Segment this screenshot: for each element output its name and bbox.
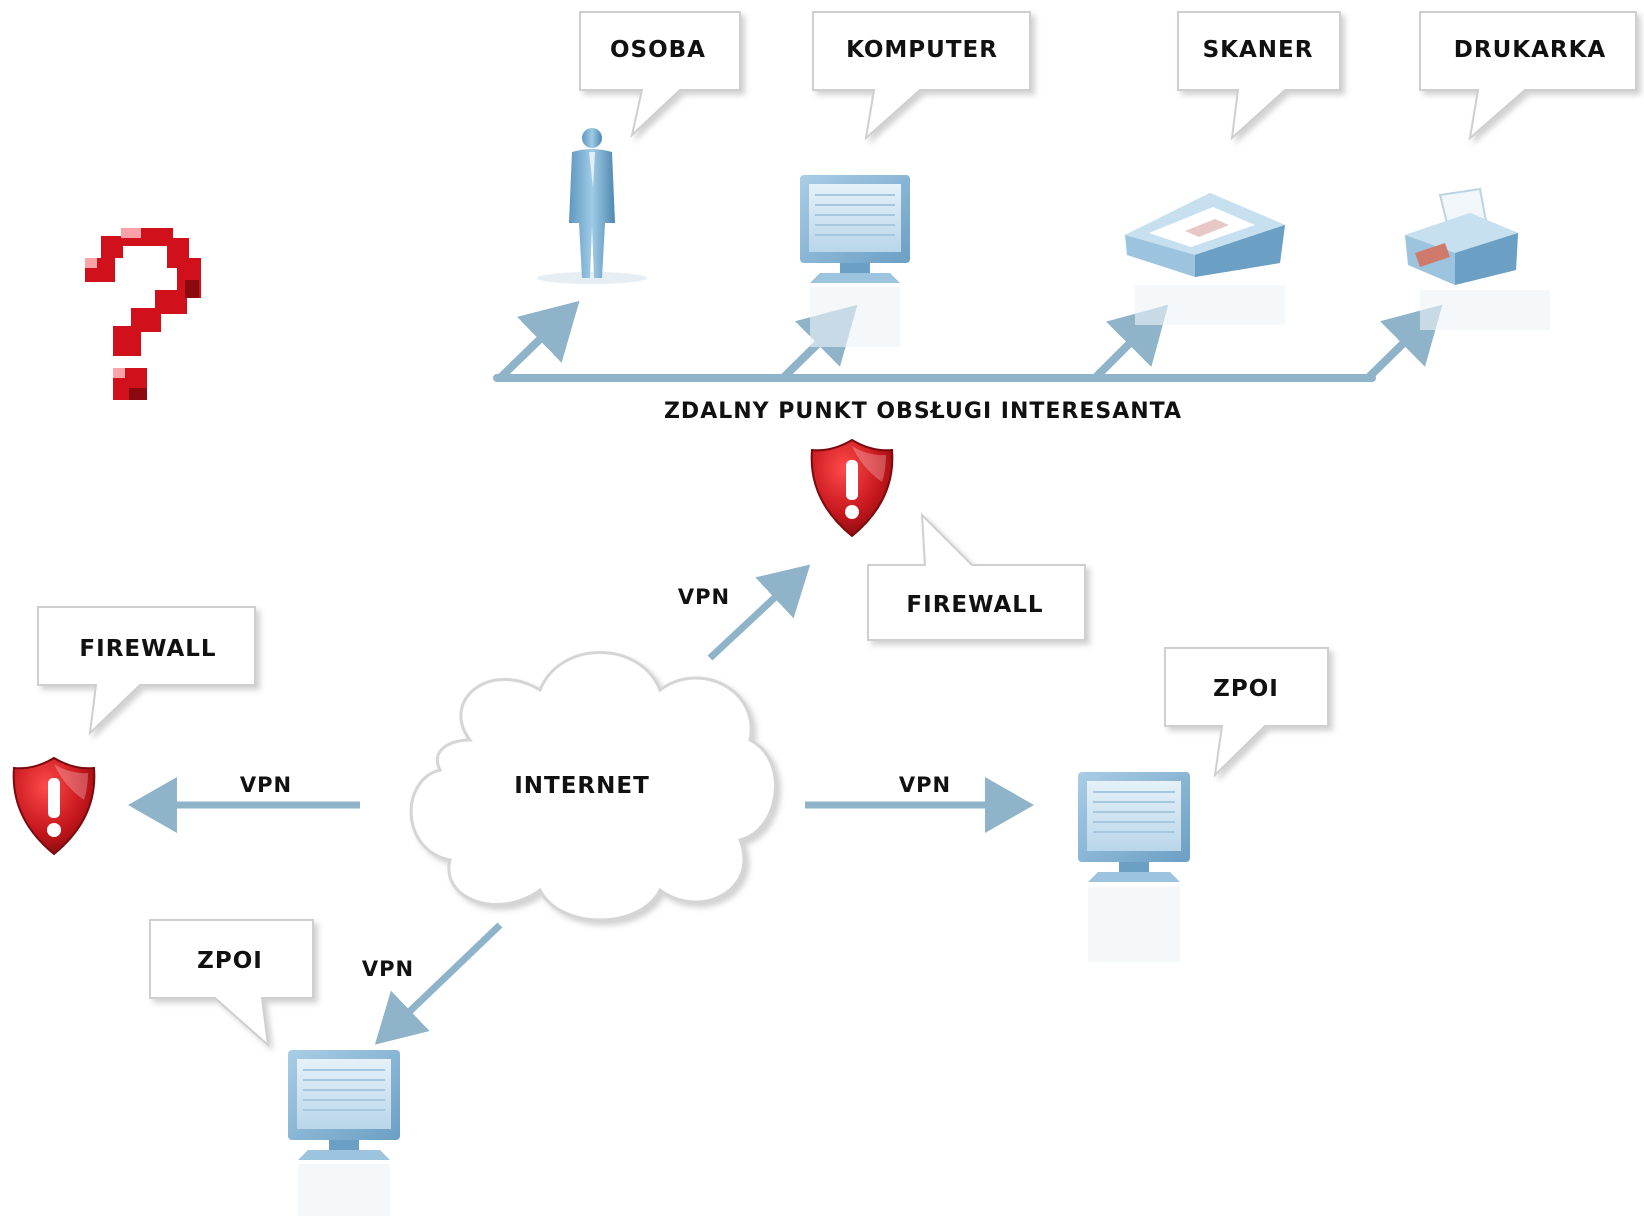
shield-icon: [12, 756, 96, 856]
computer-icon: [1078, 772, 1190, 962]
callout-firewall-top: [867, 512, 1086, 641]
question-mark-icon: [85, 228, 201, 400]
scanner-icon: [1125, 193, 1285, 325]
callout-osoba-label: OSOBA: [610, 37, 706, 63]
callout-skaner: [1177, 11, 1341, 141]
callout-skaner-label: SKANER: [1203, 37, 1314, 63]
callout-komputer: [812, 11, 1031, 141]
computer-icon: [800, 175, 910, 347]
printer-icon: [1405, 187, 1550, 330]
person-icon: [537, 128, 647, 284]
remote-point-network: ZDALNY PUNKT OBSŁUGI INTERESANTA: [493, 300, 1443, 424]
remote-point-label: ZDALNY PUNKT OBSŁUGI INTERESANTA: [664, 399, 1182, 424]
shield-icon: [810, 438, 894, 538]
computer-icon: [288, 1050, 400, 1216]
vpn-left-label: VPN: [240, 773, 292, 797]
callout-firewall-left-label: FIREWALL: [79, 636, 216, 662]
callout-zpoi-bottom-label: ZPOI: [197, 948, 263, 974]
callout-zpoi-right-label: ZPOI: [1213, 676, 1279, 702]
callout-drukarka: [1419, 11, 1637, 141]
vpn-right-label: VPN: [899, 773, 951, 797]
branch-skaner: [1092, 304, 1169, 381]
vpn-arrow-top: [707, 564, 811, 661]
callout-osoba: [579, 11, 741, 138]
callout-zpoi-right: [1164, 647, 1329, 778]
internet-label: INTERNET: [514, 773, 650, 799]
branch-osoba: [497, 300, 580, 381]
callout-firewall-left: [37, 606, 256, 736]
vpn-bottom-label: VPN: [362, 957, 414, 981]
callout-zpoi-bottom: [149, 919, 314, 1048]
callout-firewall-top-label: FIREWALL: [906, 592, 1043, 618]
vpn-arrow-bottom: [374, 922, 503, 1045]
callout-drukarka-label: DRUKARKA: [1454, 37, 1606, 63]
cloud-icon: [409, 651, 777, 922]
vpn-top-label: VPN: [678, 585, 730, 609]
callout-komputer-label: KOMPUTER: [846, 37, 998, 63]
